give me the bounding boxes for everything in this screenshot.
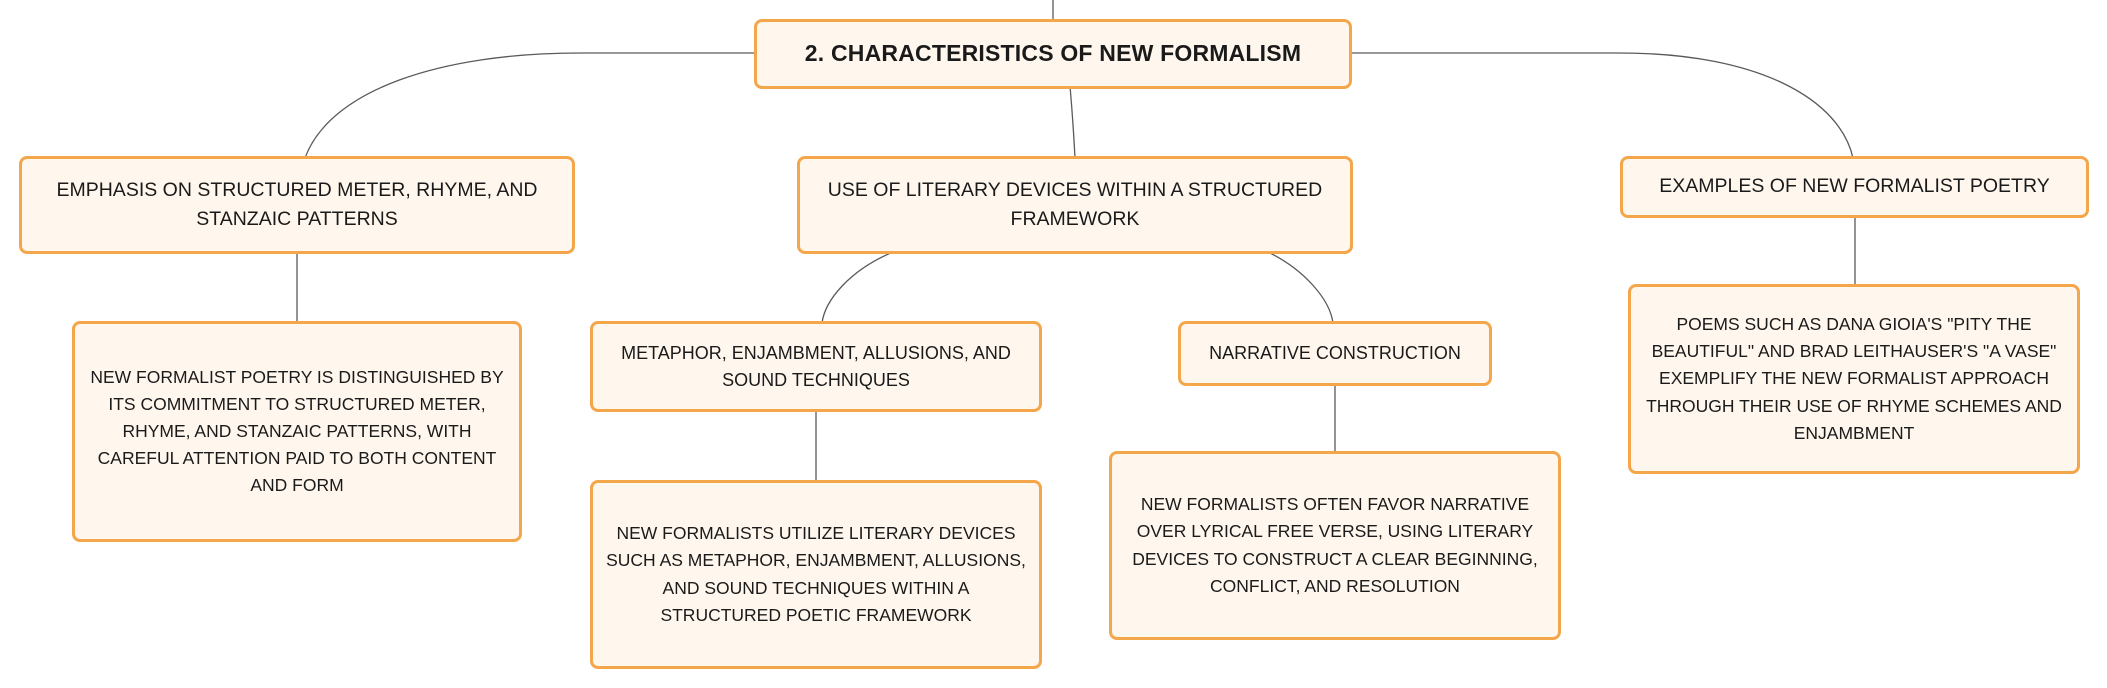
- detail-node-metaphor[interactable]: NEW FORMALISTS UTILIZE LITERARY DEVICES …: [590, 480, 1042, 669]
- detail-node-examples[interactable]: POEMS SUCH AS DANA GIOIA'S "PITY THE BEA…: [1628, 284, 2080, 474]
- detail-node-meter-rhyme[interactable]: NEW FORMALIST POETRY IS DISTINGUISHED BY…: [72, 321, 522, 542]
- connector-devices-to-narrative: [1267, 251, 1334, 324]
- subbranch-node-metaphor[interactable]: METAPHOR, ENJAMBMENT, ALLUSIONS, AND SOU…: [590, 321, 1042, 412]
- root-topic-node[interactable]: 2. CHARACTERISTICS OF NEW FORMALISM: [754, 19, 1352, 89]
- branch-node-literary-devices[interactable]: USE OF LITERARY DEVICES WITHIN A STRUCTU…: [797, 156, 1353, 254]
- detail-node-narrative[interactable]: NEW FORMALISTS OFTEN FAVOR NARRATIVE OVE…: [1109, 451, 1561, 640]
- connector-root-to-devices: [1069, 85, 1076, 159]
- branch-node-examples[interactable]: EXAMPLES OF NEW FORMALIST POETRY: [1620, 156, 2089, 218]
- connector-devices-to-metaphor: [821, 251, 894, 324]
- branch-node-meter-rhyme[interactable]: EMPHASIS ON STRUCTURED METER, RHYME, AND…: [19, 156, 575, 254]
- connector-root-to-examples: [1350, 52, 1854, 159]
- connector-root-to-meter: [304, 52, 757, 159]
- subbranch-node-narrative[interactable]: NARRATIVE CONSTRUCTION: [1178, 321, 1492, 386]
